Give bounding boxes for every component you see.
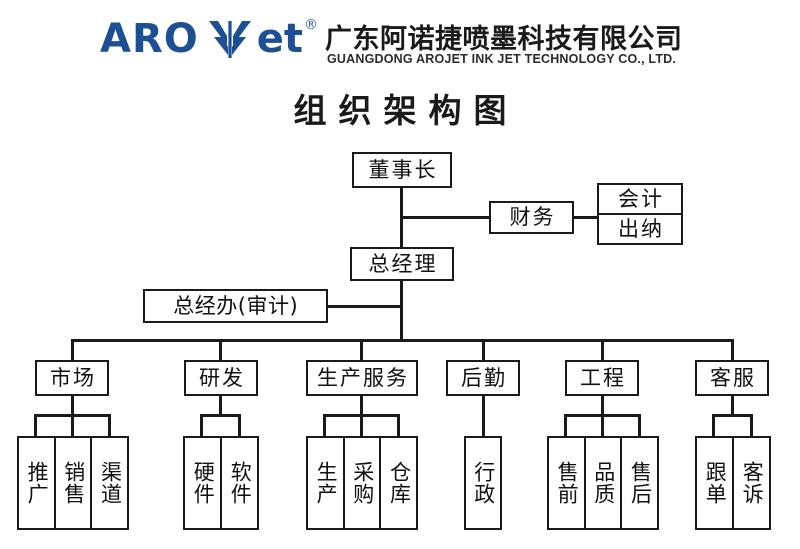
connector-logistics-stem bbox=[482, 395, 485, 438]
page-header: ARO et ® 广东阿诺捷喷墨科技有限公司 GUANGDONG AROJET … bbox=[0, 0, 800, 78]
connector-market-leaf-1 bbox=[34, 414, 37, 438]
connector-drop-engineering bbox=[601, 339, 604, 361]
connector-engineering-leaf-1 bbox=[564, 414, 567, 438]
leaf-cell-purchasing[interactable]: 采购 bbox=[342, 438, 380, 528]
connector-engineering-stem bbox=[601, 395, 604, 416]
node-accounting[interactable]: 会计 bbox=[618, 186, 664, 211]
connector-production-leaf-3 bbox=[397, 414, 400, 438]
node-finance[interactable]: 财务 bbox=[489, 201, 574, 234]
node-gm-office-label: 总经办(审计) bbox=[173, 293, 299, 318]
connector-service-leaf-1 bbox=[712, 414, 715, 438]
leaf-label-production: 生产 bbox=[314, 461, 339, 505]
connector-production-leaf-1 bbox=[323, 414, 326, 438]
connector-market-leaf-3 bbox=[108, 414, 111, 438]
connector-chairman-to-finance bbox=[400, 216, 491, 219]
node-department-production-service-label: 生产服务 bbox=[317, 365, 409, 390]
connector-engineering-leaf-2 bbox=[601, 414, 604, 438]
node-department-customer-service-label: 客服 bbox=[710, 365, 756, 390]
arojet-j-mark-icon bbox=[207, 19, 253, 59]
leafgroup-market: 推广 销售 渠道 bbox=[17, 436, 129, 530]
logo-text-et: et bbox=[256, 16, 304, 62]
node-chairman-label: 董事长 bbox=[368, 157, 438, 182]
leaf-label-sales: 销售 bbox=[61, 461, 86, 505]
connector-service-leaf-2 bbox=[750, 414, 753, 438]
leaf-cell-sales[interactable]: 销售 bbox=[53, 438, 91, 528]
connector-rd-leaf-1 bbox=[200, 414, 203, 438]
node-department-market-label: 市场 bbox=[50, 365, 96, 390]
connector-gm-down bbox=[400, 280, 403, 342]
node-department-customer-service[interactable]: 客服 bbox=[695, 360, 769, 396]
leaf-cell-presales[interactable]: 售前 bbox=[549, 438, 584, 528]
connector-gm-to-gm-office bbox=[327, 305, 403, 308]
page-title: 组织架构图 bbox=[293, 91, 519, 130]
leaf-cell-software[interactable]: 软件 bbox=[220, 438, 257, 528]
node-department-production-service[interactable]: 生产服务 bbox=[306, 360, 418, 396]
connector-department-bus bbox=[71, 339, 734, 342]
leaf-label-complaints: 客诉 bbox=[740, 461, 765, 505]
node-department-rd-label: 研发 bbox=[199, 365, 245, 390]
connector-rd-leaf-2 bbox=[238, 414, 241, 438]
connector-service-stem bbox=[731, 395, 734, 416]
leaf-label-software: 软件 bbox=[228, 461, 253, 505]
leaf-cell-hardware[interactable]: 硬件 bbox=[185, 438, 220, 528]
leaf-label-order-followup: 跟单 bbox=[703, 461, 728, 505]
node-general-manager-label: 总经理 bbox=[368, 251, 438, 276]
connector-production-leaf-2 bbox=[360, 414, 363, 438]
leaf-cell-administration[interactable]: 行政 bbox=[466, 438, 500, 528]
node-cashier[interactable]: 出纳 bbox=[599, 213, 681, 243]
logo-text-aro: ARO bbox=[100, 16, 199, 62]
leafgroup-logistics: 行政 bbox=[464, 436, 502, 530]
connector-engineering-leaf-3 bbox=[638, 414, 641, 438]
leaf-label-hardware: 硬件 bbox=[191, 461, 216, 505]
node-department-rd[interactable]: 研发 bbox=[184, 360, 258, 396]
company-logo: ARO et ® bbox=[100, 16, 318, 62]
connector-drop-rd bbox=[219, 339, 222, 361]
leaf-cell-warehouse[interactable]: 仓库 bbox=[379, 438, 416, 528]
leafgroup-production: 生产 采购 仓库 bbox=[306, 436, 418, 530]
leaf-label-aftersales: 售后 bbox=[628, 461, 653, 505]
connector-rd-stem bbox=[219, 395, 222, 416]
node-department-market[interactable]: 市场 bbox=[35, 360, 109, 396]
leaf-label-administration: 行政 bbox=[471, 461, 496, 505]
leaf-cell-complaints[interactable]: 客诉 bbox=[732, 438, 769, 528]
leaf-cell-promotion[interactable]: 推广 bbox=[19, 438, 54, 528]
leaf-cell-production[interactable]: 生产 bbox=[308, 438, 343, 528]
leaf-cell-order-followup[interactable]: 跟单 bbox=[697, 438, 732, 528]
company-name-en: GUANGDONG AROJET INK JET TECHNOLOGY CO.,… bbox=[327, 52, 677, 66]
node-department-logistics[interactable]: 后勤 bbox=[446, 360, 520, 396]
leaf-label-quality: 品质 bbox=[591, 461, 616, 505]
company-name-cn: 广东阿诺捷喷墨科技有限公司 bbox=[325, 24, 683, 55]
connector-rd-bar bbox=[200, 414, 241, 417]
leaf-label-presales: 售前 bbox=[555, 461, 580, 505]
connector-drop-production bbox=[360, 339, 363, 361]
connector-drop-service bbox=[731, 339, 734, 361]
connector-market-leaf-2 bbox=[71, 414, 74, 438]
leafgroup-engineering: 售前 品质 售后 bbox=[547, 436, 659, 530]
node-gm-office[interactable]: 总经办(审计) bbox=[143, 289, 328, 323]
leaf-cell-channel[interactable]: 渠道 bbox=[90, 438, 127, 528]
connector-drop-market bbox=[71, 339, 74, 361]
node-chairman[interactable]: 董事长 bbox=[352, 152, 452, 188]
connector-market-stem bbox=[71, 395, 74, 416]
connector-finance-to-accounting bbox=[571, 216, 599, 219]
connector-drop-logistics bbox=[482, 339, 485, 361]
leaf-label-warehouse: 仓库 bbox=[387, 461, 412, 505]
leaf-label-promotion: 推广 bbox=[25, 461, 50, 505]
leaf-label-purchasing: 采购 bbox=[350, 461, 375, 505]
connector-production-stem bbox=[360, 395, 363, 416]
leaf-cell-quality[interactable]: 品质 bbox=[583, 438, 621, 528]
node-finance-label: 财务 bbox=[509, 205, 556, 229]
node-finance-children[interactable]: 会计 出纳 bbox=[597, 183, 683, 245]
leafgroup-rd: 硬件 软件 bbox=[183, 436, 259, 530]
registered-trademark-icon: ® bbox=[304, 17, 319, 33]
connector-service-bar bbox=[712, 414, 753, 417]
leafgroup-customer-service: 跟单 客诉 bbox=[695, 436, 771, 530]
leaf-label-channel: 渠道 bbox=[98, 461, 123, 505]
node-department-engineering-label: 工程 bbox=[580, 365, 626, 390]
node-department-logistics-label: 后勤 bbox=[461, 365, 507, 390]
node-general-manager[interactable]: 总经理 bbox=[350, 247, 454, 281]
node-department-engineering[interactable]: 工程 bbox=[565, 360, 639, 396]
leaf-cell-aftersales[interactable]: 售后 bbox=[620, 438, 657, 528]
